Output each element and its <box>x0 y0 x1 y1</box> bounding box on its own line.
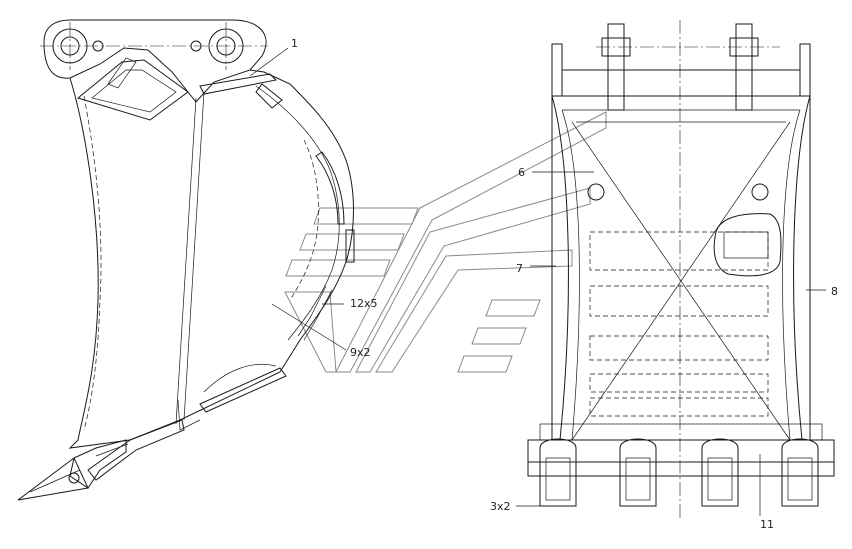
callout-8: 8 <box>831 285 838 298</box>
callout-labels: 1 6 7 8 11 3x2 12x5 9x2 <box>291 37 838 531</box>
bucket-front-view <box>527 20 835 520</box>
callout-11: 11 <box>760 518 774 531</box>
callout-6: 6 <box>518 166 525 179</box>
bucket-teeth <box>539 438 819 507</box>
leader-lines <box>249 47 826 516</box>
callout-1: 1 <box>291 37 298 50</box>
callout-3x2: 3x2 <box>490 500 511 513</box>
callout-12x5: 12x5 <box>350 297 378 310</box>
watermark-logo <box>284 111 607 373</box>
callout-9x2: 9x2 <box>350 346 371 359</box>
ripper-side-view <box>17 19 355 501</box>
callout-7: 7 <box>516 262 523 275</box>
